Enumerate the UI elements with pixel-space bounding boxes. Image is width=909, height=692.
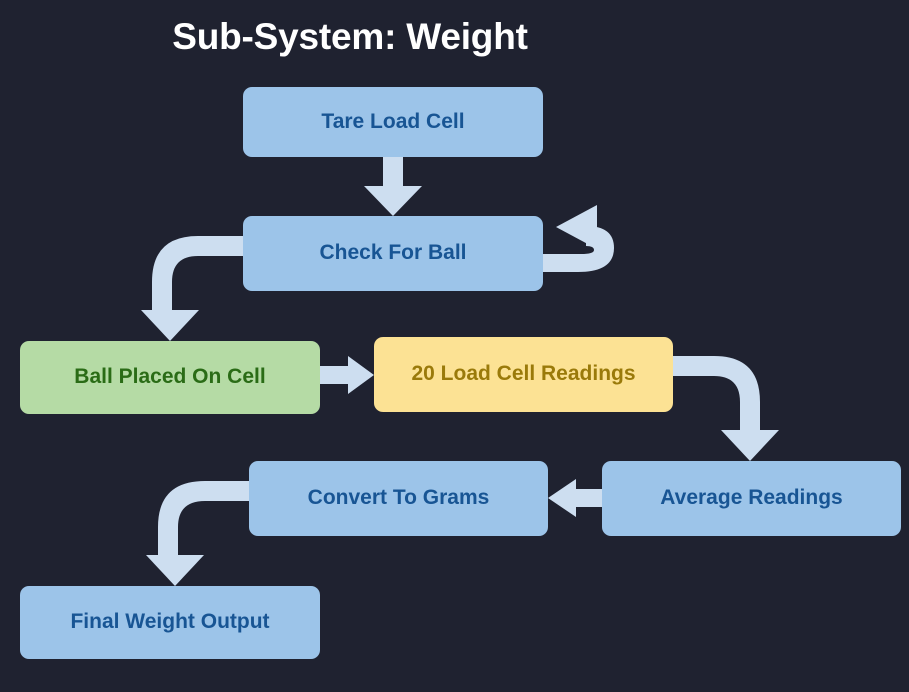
node-check-for-ball[interactable]: Check For Ball bbox=[243, 216, 543, 291]
page-title: Sub-System: Weight bbox=[172, 16, 528, 57]
node-20-load-cell-readings[interactable]: 20 Load Cell Readings bbox=[374, 337, 673, 412]
node-final-weight-output[interactable]: Final Weight Output bbox=[20, 586, 320, 659]
node-ball-placed-on-cell[interactable]: Ball Placed On Cell bbox=[20, 341, 320, 414]
edge-tare-to-check bbox=[364, 157, 422, 216]
edge-check-to-ballplaced bbox=[141, 236, 243, 341]
edge-readings-to-average bbox=[673, 356, 779, 461]
node-tare-load-cell[interactable]: Tare Load Cell bbox=[243, 87, 543, 157]
edge-ballplaced-to-readings bbox=[320, 356, 374, 394]
node-convert-to-grams[interactable]: Convert To Grams bbox=[249, 461, 548, 536]
edge-average-to-convert bbox=[548, 479, 602, 517]
edge-check-self-loop bbox=[543, 205, 614, 272]
edge-convert-to-final bbox=[146, 481, 249, 586]
node-average-readings[interactable]: Average Readings bbox=[602, 461, 901, 536]
